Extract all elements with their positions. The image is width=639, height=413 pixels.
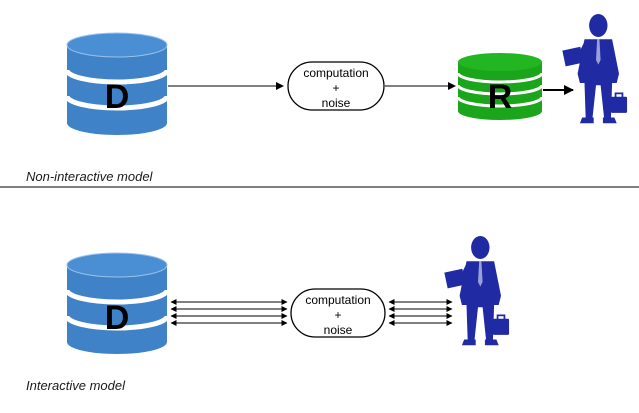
database-cylinder-icon — [64, 252, 170, 354]
result-cylinder-icon — [456, 53, 544, 120]
non-interactive-process-box: computation + noise — [287, 61, 385, 111]
query-arrows-right — [388, 299, 453, 326]
process-label-line2: + — [334, 308, 341, 322]
process-label-line2: + — [332, 81, 339, 95]
interactive-database: D — [64, 252, 170, 354]
non-interactive-database: D — [64, 32, 170, 135]
process-label-line1: computation — [305, 293, 370, 307]
database-letter: D — [105, 299, 130, 337]
interactive-caption: Interactive model — [26, 378, 126, 393]
analyst-person-icon — [443, 235, 510, 347]
interactive-process-box: computation + noise — [290, 288, 386, 338]
non-interactive-caption: Non-interactive model — [26, 169, 154, 184]
process-label-line3: noise — [322, 96, 351, 110]
database-cylinder-icon — [64, 32, 170, 135]
result-database: R — [456, 53, 544, 120]
analyst-person-icon — [561, 13, 628, 125]
query-arrows-left — [170, 299, 288, 326]
database-letter: D — [105, 78, 130, 116]
process-label-line1: computation — [303, 66, 368, 80]
process-label-line3: noise — [324, 323, 353, 337]
result-letter: R — [488, 78, 513, 116]
